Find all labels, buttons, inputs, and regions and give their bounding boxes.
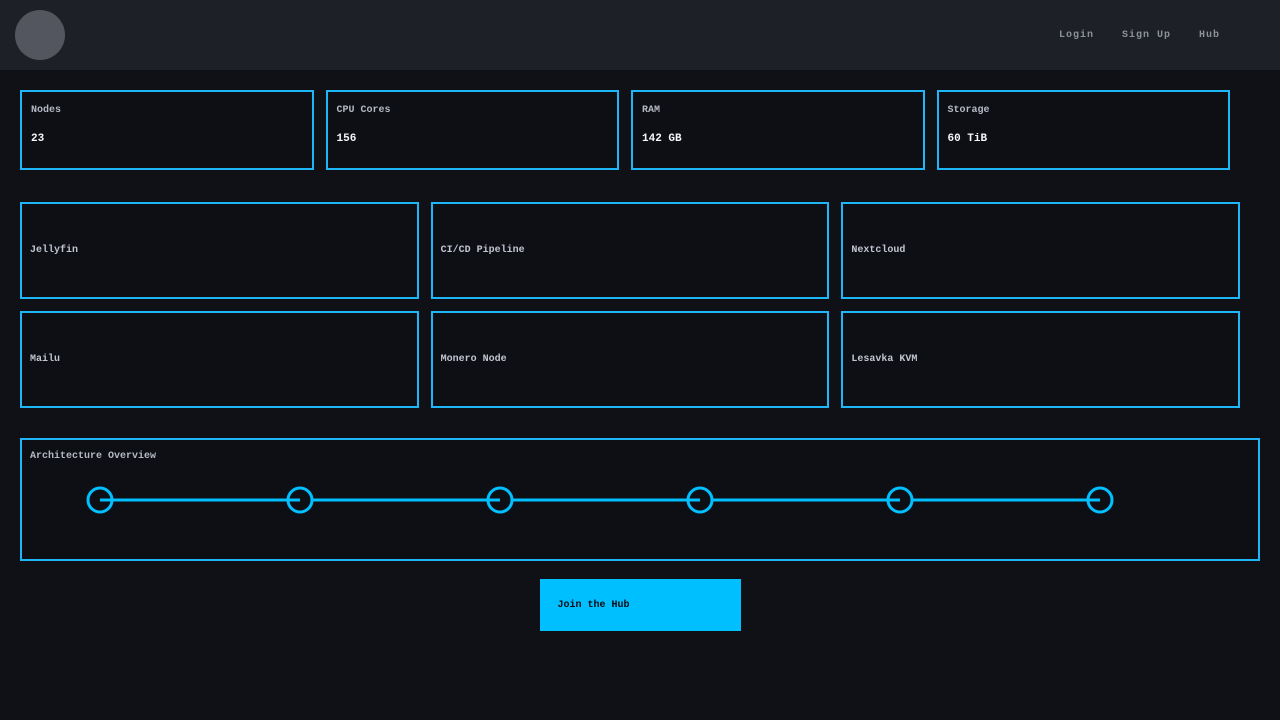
stat-card-nodes: Nodes 23 bbox=[20, 90, 314, 170]
nav-link-login[interactable]: Login bbox=[1059, 30, 1094, 41]
service-name: Lesavka KVM bbox=[851, 354, 917, 365]
stat-label: Storage bbox=[948, 105, 1220, 116]
join-hub-button[interactable]: Join the Hub bbox=[540, 579, 741, 631]
stat-label: CPU Cores bbox=[337, 105, 609, 116]
stat-card-storage: Storage 60 TiB bbox=[937, 90, 1231, 170]
stat-card-cpu-cores: CPU Cores 156 bbox=[326, 90, 620, 170]
services-grid: Jellyfin CI/CD Pipeline Nextcloud Mailu … bbox=[20, 202, 1240, 408]
service-card-lesavka-kvm[interactable]: Lesavka KVM bbox=[841, 311, 1240, 408]
service-name: Nextcloud bbox=[851, 245, 905, 256]
service-card-mailu[interactable]: Mailu bbox=[20, 311, 419, 408]
stat-card-ram: RAM 142 GB bbox=[631, 90, 925, 170]
service-card-cicd-pipeline[interactable]: CI/CD Pipeline bbox=[431, 202, 830, 299]
service-card-nextcloud[interactable]: Nextcloud bbox=[841, 202, 1240, 299]
service-name: Monero Node bbox=[441, 354, 507, 365]
stat-label: Nodes bbox=[31, 105, 303, 116]
logo-avatar[interactable] bbox=[15, 10, 65, 60]
service-name: Jellyfin bbox=[30, 245, 78, 256]
architecture-diagram bbox=[22, 440, 1258, 559]
service-name: Mailu bbox=[30, 354, 60, 365]
stat-value: 156 bbox=[337, 133, 609, 145]
nav-link-hub[interactable]: Hub bbox=[1199, 30, 1220, 41]
service-card-monero-node[interactable]: Monero Node bbox=[431, 311, 830, 408]
service-card-jellyfin[interactable]: Jellyfin bbox=[20, 202, 419, 299]
service-name: CI/CD Pipeline bbox=[441, 245, 525, 256]
topbar-nav: Login Sign Up Hub bbox=[1059, 30, 1220, 41]
topbar: Login Sign Up Hub bbox=[0, 0, 1280, 70]
stat-value: 142 GB bbox=[642, 133, 914, 145]
stat-value: 60 TiB bbox=[948, 133, 1220, 145]
architecture-panel: Architecture Overview bbox=[20, 438, 1260, 561]
stat-value: 23 bbox=[31, 133, 303, 145]
stat-label: RAM bbox=[642, 105, 914, 116]
stats-row: Nodes 23 CPU Cores 156 RAM 142 GB Storag… bbox=[20, 90, 1230, 170]
nav-link-signup[interactable]: Sign Up bbox=[1122, 30, 1171, 41]
